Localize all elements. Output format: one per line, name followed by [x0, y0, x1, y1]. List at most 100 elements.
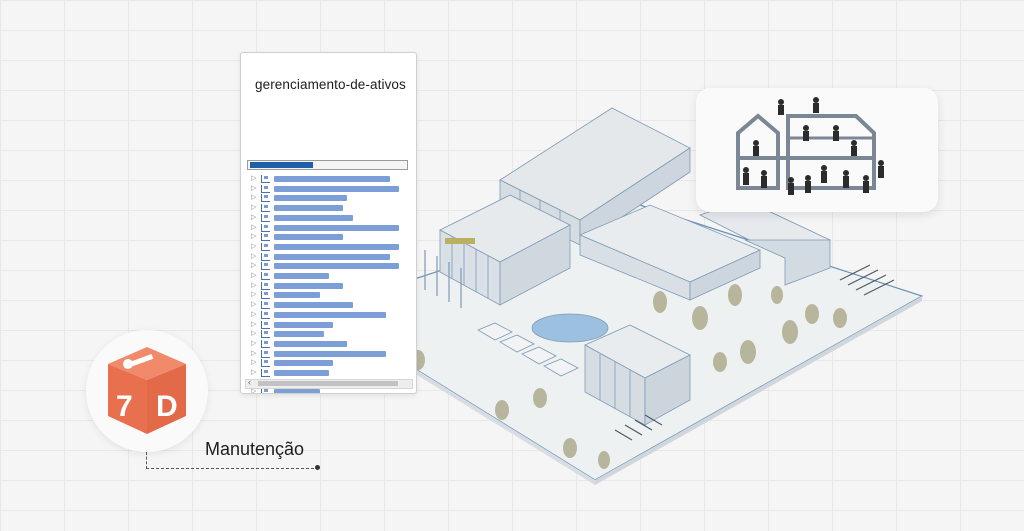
- expand-caret-icon[interactable]: ▷: [251, 194, 257, 202]
- node-label-placeholder: [274, 321, 334, 328]
- asset-tree-panel: gerenciamento-de-ativos ▷▷▷▷▷▷▷▷▷▷▷▷▷▷▷▷…: [240, 52, 417, 394]
- node-type-icon: [261, 175, 270, 183]
- selected-node-fill: [250, 162, 313, 168]
- expand-caret-icon[interactable]: ▷: [251, 388, 257, 394]
- node-type-icon: [261, 281, 270, 290]
- node-type-icon: [261, 301, 270, 310]
- expand-caret-icon[interactable]: ▷: [251, 330, 257, 338]
- node-label-placeholder: [274, 205, 343, 212]
- node-label-placeholder: [274, 253, 391, 260]
- node-label-placeholder: [274, 370, 330, 376]
- node-label-placeholder: [274, 176, 391, 182]
- expand-caret-icon[interactable]: ▷: [251, 242, 257, 250]
- expand-caret-icon[interactable]: ▷: [251, 175, 257, 182]
- horizontal-scrollbar[interactable]: ‹: [245, 377, 413, 389]
- expand-caret-icon[interactable]: ▷: [251, 359, 257, 367]
- tree-row[interactable]: ▷: [241, 223, 416, 232]
- tree-row[interactable]: ▷: [241, 213, 416, 222]
- tree-row[interactable]: ▷: [241, 204, 416, 213]
- tree-row[interactable]: ▷: [241, 175, 416, 183]
- panel-title: gerenciamento-de-ativos: [255, 76, 406, 92]
- tree-row[interactable]: ▷: [241, 233, 416, 242]
- expand-caret-icon[interactable]: ▷: [251, 252, 257, 260]
- expand-caret-icon[interactable]: ▷: [251, 213, 257, 221]
- tree-row[interactable]: ▷: [241, 369, 416, 377]
- expand-caret-icon[interactable]: ▷: [251, 281, 257, 289]
- node-label-placeholder: [274, 214, 354, 221]
- node-type-icon: [261, 310, 270, 319]
- worker-figures: [743, 97, 884, 195]
- cube-text-right: D: [156, 390, 178, 423]
- node-type-icon: [261, 184, 270, 193]
- cube-text-left: 7: [116, 390, 133, 423]
- tree-row[interactable]: ▷: [241, 291, 416, 300]
- node-label-placeholder: [274, 340, 347, 347]
- building-front: [584, 324, 691, 426]
- expand-caret-icon[interactable]: ▷: [251, 369, 257, 376]
- node-label-placeholder: [274, 389, 321, 393]
- scrollbar-thumb[interactable]: [258, 381, 398, 386]
- tree-row[interactable]: ▷: [241, 252, 416, 261]
- node-label-placeholder: [274, 243, 400, 250]
- expand-caret-icon[interactable]: ▷: [251, 272, 257, 279]
- expand-caret-icon[interactable]: ▷: [251, 184, 257, 192]
- tree-row[interactable]: ▷: [241, 184, 416, 193]
- node-label-placeholder: [274, 350, 387, 357]
- node-type-icon: [261, 252, 270, 261]
- node-type-icon: [261, 223, 270, 232]
- tree-row[interactable]: ▷: [241, 262, 416, 271]
- scroll-left-icon[interactable]: ‹: [248, 377, 251, 387]
- expand-caret-icon[interactable]: ▷: [251, 262, 257, 270]
- expand-caret-icon[interactable]: ▷: [251, 204, 257, 212]
- tree-row[interactable]: ▷: [241, 272, 416, 280]
- node-type-icon: [261, 262, 270, 271]
- node-label-placeholder: [274, 195, 347, 202]
- node-type-icon: [261, 272, 270, 280]
- expand-caret-icon[interactable]: ▷: [251, 301, 257, 309]
- column-row: [424, 250, 462, 308]
- tree-row[interactable]: ▷: [241, 310, 416, 319]
- expand-caret-icon[interactable]: ▷: [251, 339, 257, 347]
- node-type-icon: [261, 349, 270, 358]
- maintenance-badge: 7 D: [86, 330, 208, 452]
- node-label-placeholder: [274, 273, 330, 279]
- workers-illustration: [736, 97, 884, 195]
- node-label-placeholder: [274, 331, 325, 338]
- expand-caret-icon[interactable]: ▷: [251, 291, 257, 299]
- node-type-icon: [261, 388, 270, 393]
- building-left: [439, 194, 571, 306]
- building-center: [578, 204, 762, 301]
- tree-row[interactable]: ▷: [241, 301, 416, 310]
- expand-caret-icon[interactable]: ▷: [251, 310, 257, 318]
- node-type-icon: [261, 359, 270, 368]
- tree-row[interactable]: ▷: [241, 194, 416, 203]
- expand-caret-icon[interactable]: ▷: [251, 223, 257, 231]
- node-type-icon: [261, 194, 270, 203]
- tree-row[interactable]: ▷: [241, 330, 416, 339]
- badge-label: Manutenção: [205, 439, 305, 459]
- tree-row[interactable]: ▷: [241, 242, 416, 251]
- tree-row[interactable]: ▷: [241, 349, 416, 358]
- tree-row[interactable]: ▷: [241, 359, 416, 368]
- tree-row[interactable]: ▷: [241, 320, 416, 329]
- node-type-icon: [261, 369, 270, 377]
- badge-connector-line: [146, 452, 319, 469]
- node-label-placeholder: [274, 263, 400, 270]
- tree-row[interactable]: ▷: [241, 339, 416, 348]
- tree-row[interactable]: ▷: [241, 281, 416, 290]
- badge-connector-dot: [315, 465, 320, 470]
- expand-caret-icon[interactable]: ▷: [251, 349, 257, 357]
- node-type-icon: [261, 204, 270, 213]
- parking: [614, 264, 895, 441]
- node-type-icon: [261, 339, 270, 348]
- selected-node[interactable]: [247, 160, 408, 170]
- tree-row[interactable]: ▷: [241, 388, 416, 394]
- node-label-placeholder: [274, 292, 321, 299]
- expand-caret-icon[interactable]: ▷: [251, 320, 257, 328]
- node-label-placeholder: [274, 360, 334, 367]
- node-type-icon: [261, 330, 270, 339]
- cube-7d-icon: 7 D: [108, 347, 186, 434]
- node-type-icon: [261, 291, 270, 300]
- node-label-placeholder: [274, 234, 343, 241]
- expand-caret-icon[interactable]: ▷: [251, 233, 257, 241]
